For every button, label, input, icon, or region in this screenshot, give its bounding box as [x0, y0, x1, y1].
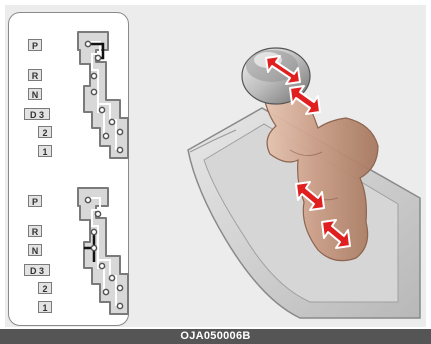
figure-caption: OJA050006B	[0, 329, 431, 344]
